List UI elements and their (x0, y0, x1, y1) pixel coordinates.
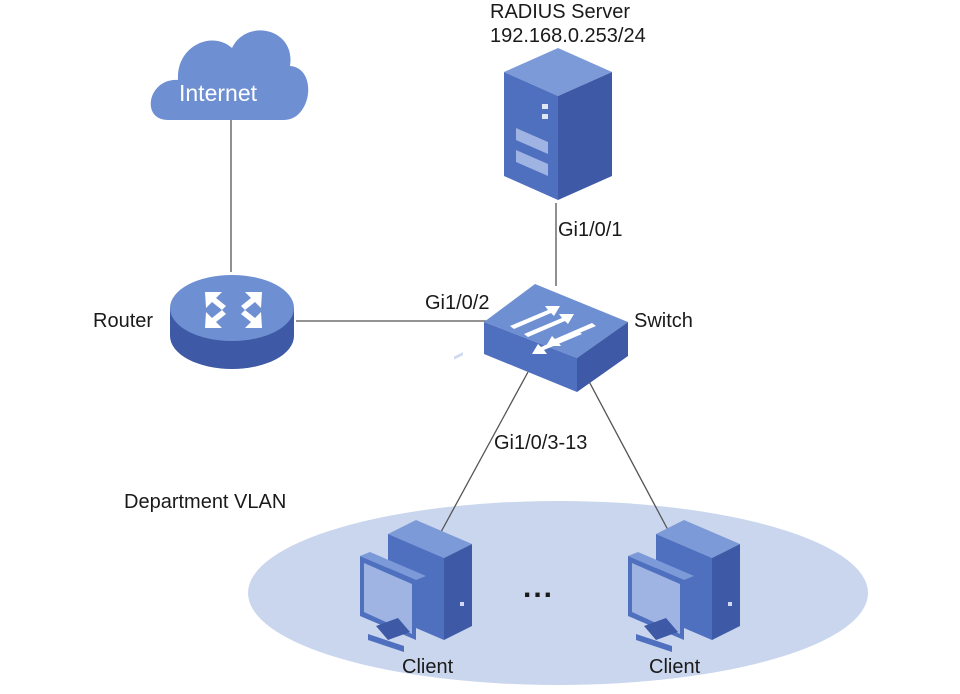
port-label-router: Gi1/0/2 (425, 292, 490, 314)
link-switch-client-left (440, 371, 529, 533)
switch-icon (484, 284, 628, 392)
internet-label: Internet (179, 80, 257, 106)
radius-server-ip: 192.168.0.253/24 (490, 25, 646, 47)
ellipsis-text: ... (523, 571, 555, 604)
link-switch-client-right (583, 371, 669, 531)
client-computer-icon (628, 520, 740, 652)
department-vlan-label: Department VLAN (124, 491, 287, 513)
port-label-clients: Gi1/0/3-13 (494, 432, 588, 454)
client-label: Client (649, 656, 701, 678)
port-label-server: Gi1/0/1 (558, 219, 623, 241)
router-label: Router (93, 310, 154, 332)
client-computer-icon (360, 352, 472, 652)
client-label: Client (402, 656, 454, 678)
radius-server-icon (504, 48, 612, 200)
router-icon (170, 275, 294, 369)
switch-label: Switch (634, 310, 693, 332)
radius-server-label: RADIUS Server (490, 1, 631, 23)
internet-cloud-icon (150, 30, 309, 120)
department-vlan-area (248, 501, 868, 685)
